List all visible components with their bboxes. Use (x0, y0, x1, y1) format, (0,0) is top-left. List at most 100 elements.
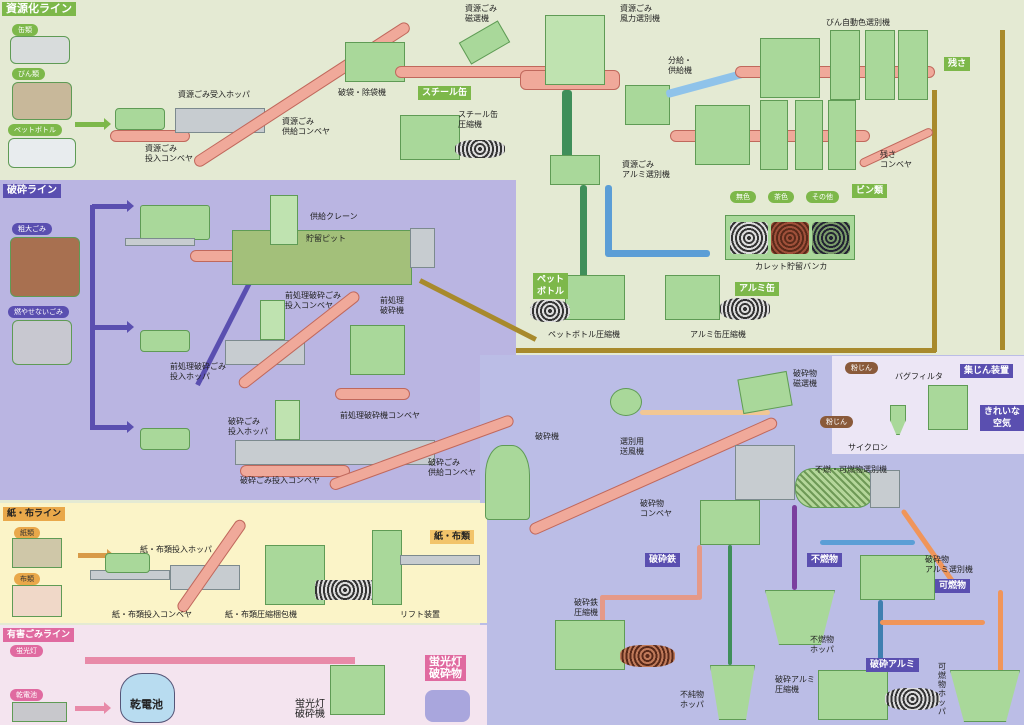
tag-bottles: ビン類 (852, 184, 888, 198)
sorter-end (870, 470, 900, 508)
pit-end (410, 228, 435, 268)
cloth-illustration (12, 585, 62, 617)
clean-air: きれいな 空気 (980, 405, 1024, 431)
label-bag-filter: バグフィルタ (895, 372, 943, 381)
comb-hopper (950, 670, 1020, 722)
comb-pipe-h (880, 620, 985, 625)
input-battery: 乾電池 (10, 689, 43, 701)
label-crushed-magnet: 破砕物 磁選機 (793, 369, 817, 388)
arrow-to-crush (92, 421, 134, 433)
label-crush-hopper: 破砕ごみ 投入ホッパ (228, 417, 268, 436)
iron-pipe-h (600, 595, 700, 600)
label-comb-hopper: 可 燃 物 ホ ッ パ (938, 662, 946, 716)
label-sorter: 不燃・可燃物選別機 (815, 465, 887, 474)
steel-press (400, 115, 460, 160)
label-can-press: アルミ缶圧縮機 (690, 330, 746, 339)
crush-line-title: 破砕ライン (3, 184, 61, 198)
wind-separator (545, 15, 605, 85)
input-cans: 缶類 (12, 24, 38, 36)
arrow-to-pre (92, 321, 134, 333)
lift-platform (400, 555, 480, 565)
lift (372, 530, 402, 605)
label-receiving-hopper: 資源ごみ受入ホッパ (178, 90, 250, 99)
label-impurity-hopper: 不純物 ホッパ (680, 690, 704, 709)
label-iron-press: 破砕鉄 圧縮機 (574, 598, 598, 617)
tag-aluminum: アルミ缶 (735, 282, 779, 296)
bag-breaker (345, 42, 405, 82)
dust-title: 集じん装置 (960, 364, 1014, 378)
tag-noncomb: 不燃物 (807, 553, 843, 567)
cullet-brown (771, 222, 809, 254)
aluminum-pipe (605, 185, 612, 255)
aluminum-separator (550, 155, 600, 185)
color-sorter-4 (898, 30, 928, 100)
label-cyclone: サイクロン (848, 443, 888, 452)
feeder (625, 85, 670, 125)
storage-pit (232, 230, 412, 285)
iron-chute (700, 500, 760, 545)
label-crushed-al-sorter: 破砕物 アルミ選別機 (925, 555, 973, 574)
label-magnetic-separator: 資源ごみ 磁選機 (465, 4, 497, 23)
label-lift: リフト装置 (400, 610, 440, 619)
tag-al: 破砕アルミ (866, 658, 919, 672)
pet-illustration (8, 138, 76, 168)
cans-illustration (10, 36, 70, 64)
label-crusher: 破砕機 (535, 432, 559, 441)
dust-label-1: 粉じん (845, 362, 878, 374)
can-press (665, 275, 720, 320)
input-fluorescent: 蛍光灯 (10, 645, 43, 657)
tag-steel: スチール缶 (418, 86, 472, 100)
color-sorter-8 (828, 100, 856, 170)
label-pre-crusher-conveyor: 前処理破砕機コンベヤ (340, 411, 420, 420)
fluorescent-crusher (330, 665, 385, 715)
label-cullet-bunker: カレット貯留バンカ (755, 262, 828, 271)
pet-press (565, 275, 625, 320)
paper-arrow (78, 549, 114, 561)
cullet-other (812, 222, 850, 254)
label-feeder: 分給・ 供給機 (668, 56, 692, 75)
crusher (485, 445, 530, 520)
label-supply-conveyor: 資源ごみ 供給コンベヤ (282, 117, 330, 136)
steel-bales (455, 140, 505, 158)
label-crush-supply-conveyor: 破砕ごみ 供給コンベヤ (428, 458, 476, 477)
label-aluminum-separator: 資源ごみ アルミ選別機 (622, 160, 670, 179)
truck-platform (125, 238, 195, 246)
pet-bales (530, 300, 570, 322)
cullet-clear (730, 222, 768, 254)
label-pit: 貯留ピット (306, 234, 346, 243)
label-paper-conveyor: 紙・布類投入コンベヤ (112, 610, 192, 619)
glass-clear: 無色 (730, 191, 756, 203)
tag-residue: 残さ (944, 57, 971, 71)
paper-line-title: 紙・布ライン (3, 507, 66, 521)
label-crush-input-conveyor: 破砕ごみ投入コンベヤ (240, 476, 320, 485)
label-blower: 選別用 送風機 (620, 437, 644, 456)
crush-distribution-line (90, 205, 95, 430)
cyclone (890, 405, 906, 435)
pre-crusher (350, 325, 405, 375)
crush-crane (275, 400, 300, 440)
label-pre-conveyor: 前処理破砕ごみ 投入コンベヤ (285, 291, 341, 310)
input-bulky: 粗大ごみ (12, 223, 52, 235)
input-noncombustible: 燃やせないごみ (8, 306, 69, 318)
tag-comb: 可燃物 (935, 579, 971, 593)
hazard-line-title: 有害ごみライン (3, 628, 75, 642)
color-sorter-2 (830, 30, 860, 100)
color-sorter-6 (760, 100, 788, 170)
label-pet-press: ペットボトル圧縮機 (548, 330, 620, 339)
crush-input-conveyor (240, 465, 350, 477)
sorter-housing (735, 445, 795, 500)
label-noncomb-hopper: 不燃物 ホッパ (810, 635, 834, 654)
pre-loader (140, 330, 190, 352)
glass-brown: 茶色 (768, 191, 794, 203)
label-wind-separator: 資源ごみ 風力選別機 (620, 4, 660, 23)
label-crushed-conveyor: 破砕物 コンベヤ (640, 499, 672, 518)
blower (610, 388, 642, 416)
color-sorter-3 (865, 30, 895, 100)
iron-pipe (600, 595, 605, 635)
label-al-press: 破砕アルミ 圧縮機 (775, 675, 815, 694)
pet-pipe (580, 185, 587, 280)
label-bag-breaker: 破袋・除袋機 (338, 88, 386, 97)
paper-output: 紙・布類 (430, 530, 475, 544)
noncomb-pipe (792, 505, 797, 590)
aluminum-pipe-h (605, 250, 710, 257)
